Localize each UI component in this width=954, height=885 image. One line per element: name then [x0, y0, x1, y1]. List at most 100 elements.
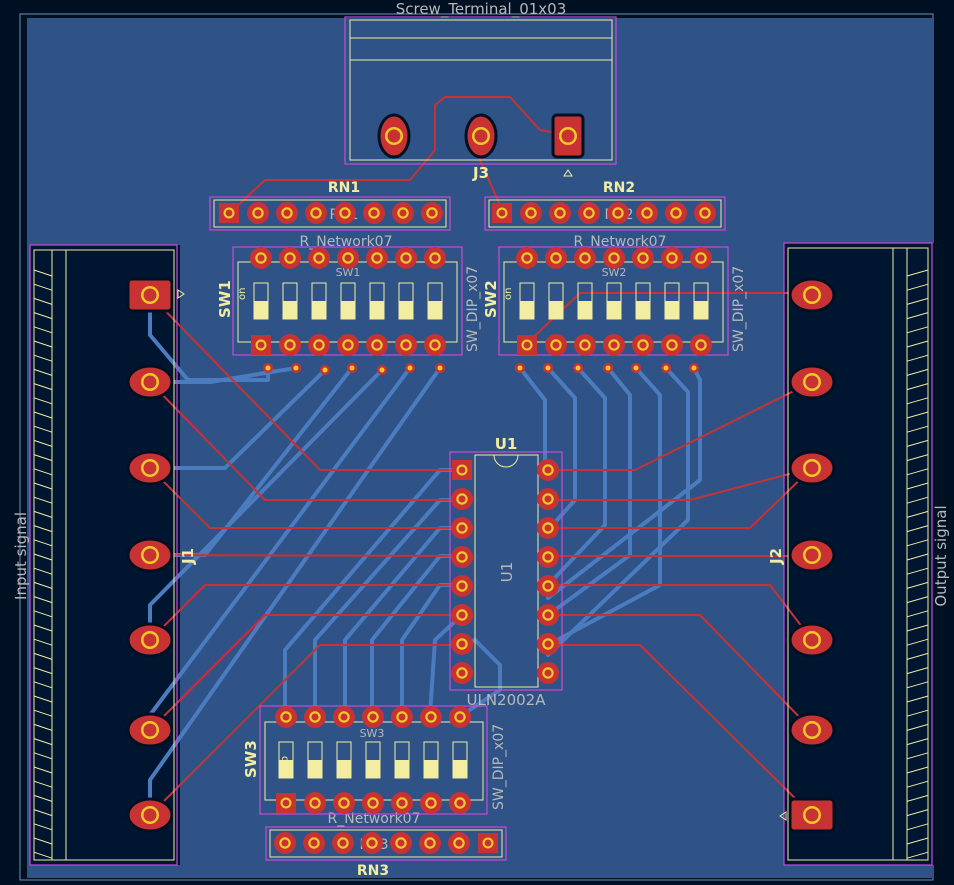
j1-pad[interactable]	[126, 622, 174, 658]
rn1-pad[interactable]	[334, 202, 356, 224]
j2-pad[interactable]	[788, 537, 836, 573]
u1-pad[interactable]	[537, 546, 559, 568]
rn3-pad[interactable]	[390, 832, 412, 854]
u1-pad[interactable]	[451, 604, 473, 626]
sw1-pad[interactable]	[366, 247, 388, 269]
sw2-pad[interactable]	[517, 335, 537, 355]
j1-pad[interactable]	[126, 450, 174, 486]
u1-pad[interactable]	[451, 546, 473, 568]
j3-pad[interactable]	[551, 113, 585, 159]
rn2-pad[interactable]	[549, 202, 571, 224]
rn2-pad[interactable]	[636, 202, 658, 224]
sw3-pad[interactable]	[304, 706, 326, 728]
sw2-pad[interactable]	[690, 334, 712, 356]
j1-pad[interactable]	[126, 797, 174, 833]
sw3-pad[interactable]	[275, 706, 297, 728]
rn3-pad[interactable]	[303, 832, 325, 854]
u1-pad[interactable]	[537, 604, 559, 626]
rn3-pad[interactable]	[478, 833, 498, 853]
u1-pad[interactable]	[451, 488, 473, 510]
sw2-pad[interactable]	[545, 334, 567, 356]
sw1-pad[interactable]	[279, 247, 301, 269]
j3-pad[interactable]	[377, 113, 411, 159]
sw2-pad[interactable]	[632, 247, 654, 269]
sw2-pad[interactable]	[661, 247, 683, 269]
u1-pad[interactable]	[537, 517, 559, 539]
j2-pad[interactable]	[788, 450, 836, 486]
sw1-pad[interactable]	[337, 247, 359, 269]
rn3-pad[interactable]	[448, 832, 470, 854]
rn1-pad[interactable]	[421, 202, 443, 224]
u1-pad[interactable]	[452, 460, 472, 480]
sw1-pad[interactable]	[424, 247, 446, 269]
sw3-pad[interactable]	[449, 706, 471, 728]
sw3-pad[interactable]	[362, 792, 384, 814]
sw3-pad[interactable]	[362, 706, 384, 728]
u1-pad[interactable]	[451, 633, 473, 655]
rn1-pad[interactable]	[219, 203, 239, 223]
rn1-pad[interactable]	[392, 202, 414, 224]
sw3-pad[interactable]	[420, 706, 442, 728]
j1-pad[interactable]	[126, 277, 174, 313]
sw3-pad[interactable]	[333, 792, 355, 814]
rn1-pad[interactable]	[276, 202, 298, 224]
sw2-pad[interactable]	[574, 334, 596, 356]
u1-pad[interactable]	[537, 459, 559, 481]
rn2-pad[interactable]	[492, 203, 512, 223]
u1-pad[interactable]	[537, 488, 559, 510]
rn3-pad[interactable]	[274, 832, 296, 854]
sw1-pad[interactable]	[366, 334, 388, 356]
j1-pad[interactable]	[126, 364, 174, 400]
sw2-pad[interactable]	[661, 334, 683, 356]
rn2-pad[interactable]	[578, 202, 600, 224]
sw2-pad[interactable]	[516, 247, 538, 269]
ic-u1[interactable]: U1 U1 ULN2002A	[449, 435, 563, 709]
u1-pad[interactable]	[537, 575, 559, 597]
sw1-pad[interactable]	[395, 247, 417, 269]
sw1-pad[interactable]	[279, 334, 301, 356]
sw2-pad[interactable]	[545, 247, 567, 269]
rn2-pad[interactable]	[694, 202, 716, 224]
sw1-pad[interactable]	[337, 334, 359, 356]
rn3-pad[interactable]	[419, 832, 441, 854]
sw1-pad[interactable]	[424, 334, 446, 356]
sw2-pad[interactable]	[690, 247, 712, 269]
sw1-pad[interactable]	[250, 247, 272, 269]
sw1-pad[interactable]	[308, 334, 330, 356]
sw1-pad[interactable]	[251, 335, 271, 355]
sw3-pad[interactable]	[391, 706, 413, 728]
u1-pads[interactable]	[451, 459, 559, 684]
screw-terminal-j3[interactable]: Screw_Terminal_01x03 J3	[344, 0, 617, 182]
connector-pads[interactable]	[126, 277, 836, 833]
rn3-pad[interactable]	[361, 832, 383, 854]
resistor-network-pads[interactable]	[219, 202, 716, 854]
rn2-pad[interactable]	[520, 202, 542, 224]
rn1-pad[interactable]	[305, 202, 327, 224]
sw3-pad[interactable]	[333, 706, 355, 728]
sw3-pad[interactable]	[420, 792, 442, 814]
rn2-pad[interactable]	[607, 202, 629, 224]
rn2-pad[interactable]	[665, 202, 687, 224]
j1-pad[interactable]	[126, 537, 174, 573]
j2-pad[interactable]	[788, 277, 836, 313]
dip-switch-pads[interactable]	[250, 247, 712, 814]
sw2-pad[interactable]	[574, 247, 596, 269]
u1-pad[interactable]	[537, 633, 559, 655]
u1-pad[interactable]	[537, 662, 559, 684]
rn3-pad[interactable]	[332, 832, 354, 854]
sw1-pad[interactable]	[395, 334, 417, 356]
u1-pad[interactable]	[451, 575, 473, 597]
u1-pad[interactable]	[451, 662, 473, 684]
u1-pad[interactable]	[451, 517, 473, 539]
j2-pad[interactable]	[788, 364, 836, 400]
j3-pads[interactable]	[377, 113, 585, 159]
sw2-pad[interactable]	[603, 247, 625, 269]
sw3-pad[interactable]	[276, 793, 296, 813]
sw2-pad[interactable]	[603, 334, 625, 356]
connector-j2[interactable]: Output signal J2	[767, 242, 950, 866]
rn1-pad[interactable]	[247, 202, 269, 224]
sw3-pad[interactable]	[304, 792, 326, 814]
sw2-pad[interactable]	[632, 334, 654, 356]
j2-pad[interactable]	[788, 622, 836, 658]
